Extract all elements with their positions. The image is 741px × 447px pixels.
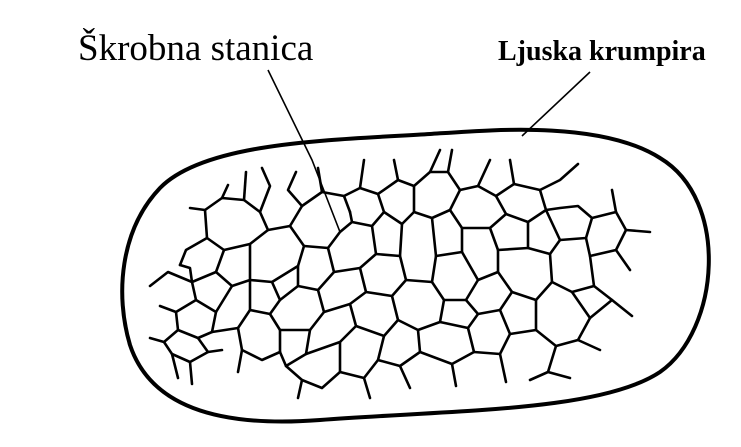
starch-cell-label: Škrobna stanica [78, 30, 313, 67]
potato-skin-leader-line [522, 72, 590, 136]
potato-skin-label: Ljuska krumpira [498, 38, 706, 66]
starch-cell-network [150, 150, 650, 398]
starch-cell-leader-line [268, 70, 340, 232]
